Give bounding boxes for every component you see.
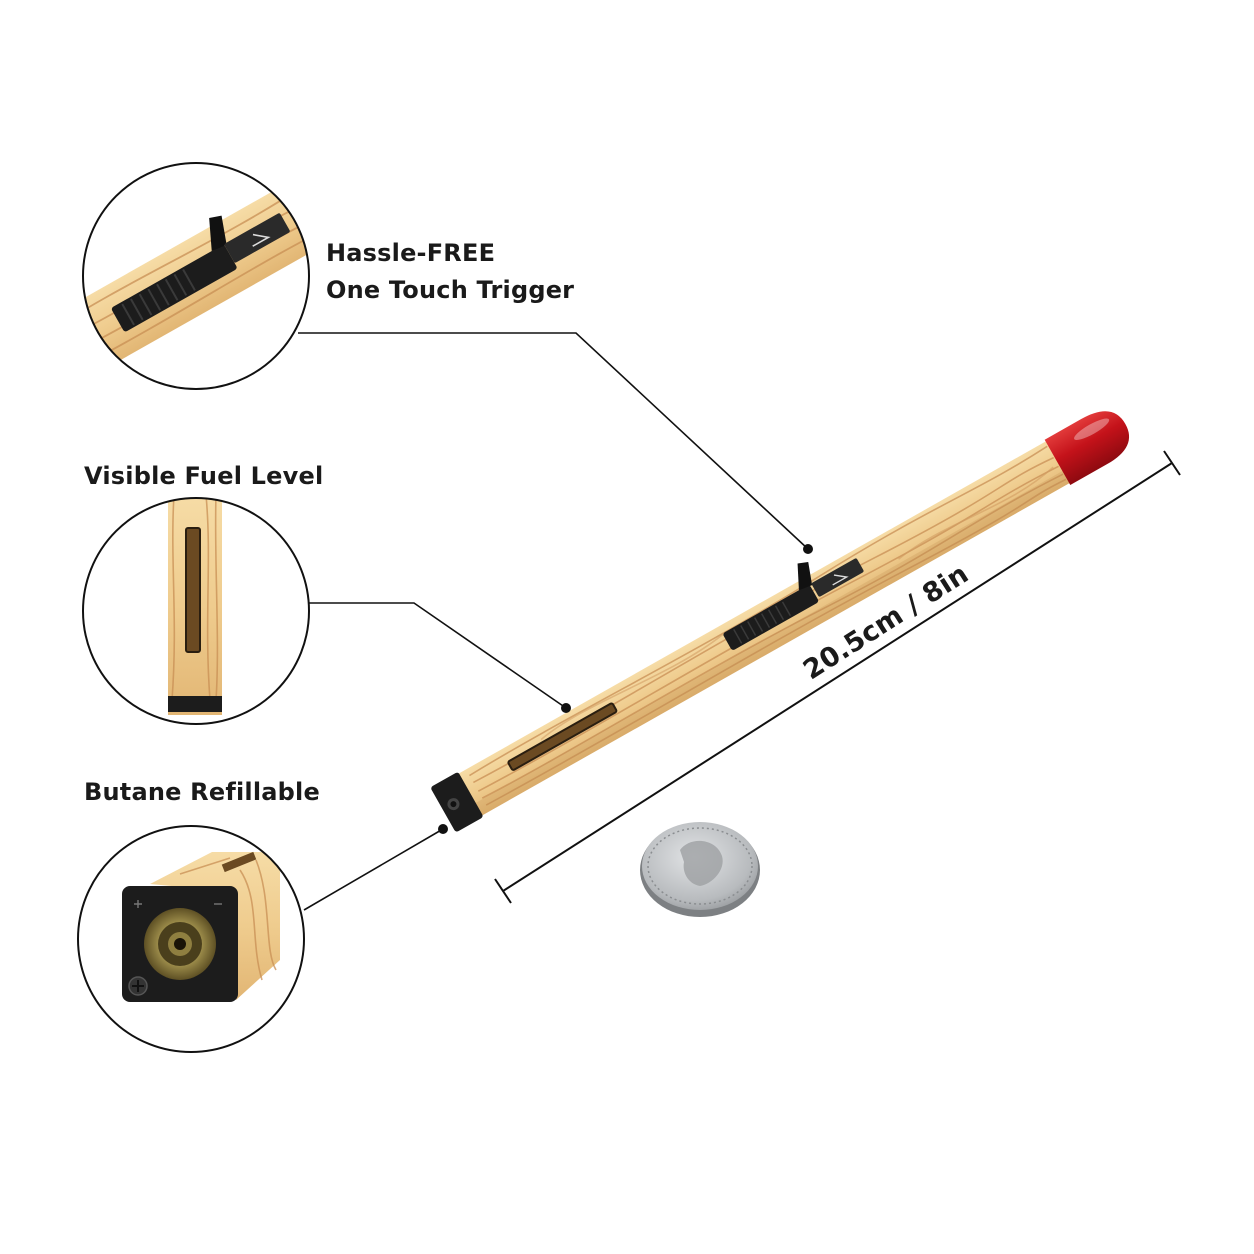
dimension-line bbox=[494, 450, 1181, 904]
trigger-callout: Hassle-FREE One Touch Trigger bbox=[326, 235, 574, 309]
trigger-callout-line1: Hassle-FREE bbox=[326, 239, 496, 267]
leader-dot-refill bbox=[438, 824, 448, 834]
fuel-callout: Visible Fuel Level bbox=[84, 462, 324, 490]
trigger-callout-line2: One Touch Trigger bbox=[326, 276, 575, 304]
red-tip bbox=[1044, 411, 1130, 485]
leader-dot-fuel bbox=[561, 703, 571, 713]
quarter-coin bbox=[640, 822, 760, 917]
trigger-detail-circle bbox=[82, 162, 310, 390]
lighter-body bbox=[431, 411, 1130, 832]
refill-callout: Butane Refillable bbox=[84, 778, 320, 806]
trigger-slider bbox=[723, 585, 819, 650]
fuel-detail-circle bbox=[82, 497, 310, 725]
fuel-window bbox=[507, 702, 618, 771]
refill-detail-circle bbox=[77, 825, 305, 1053]
leader-lines bbox=[298, 332, 809, 911]
leader-dot-trigger bbox=[803, 544, 813, 554]
